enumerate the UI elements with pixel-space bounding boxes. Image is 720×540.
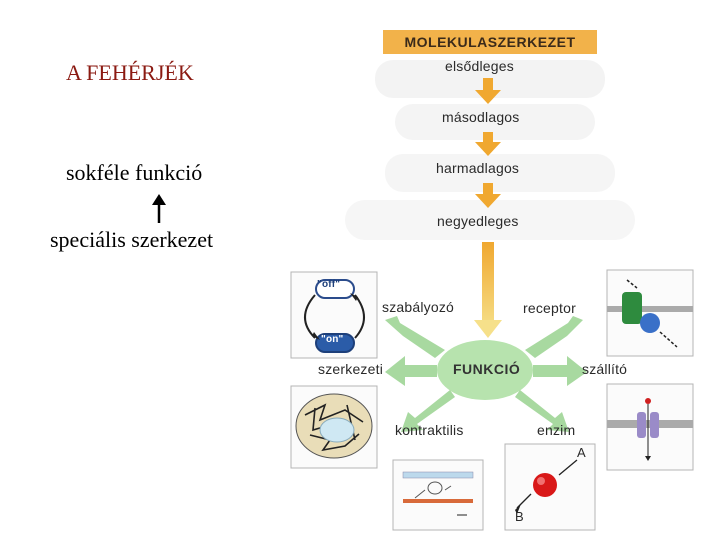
structure-text: speciális szerkezet: [50, 227, 214, 252]
switch-off-label: "off": [317, 279, 341, 290]
function-contractile-label: kontraktilis: [395, 422, 464, 438]
function-arrows: [385, 316, 587, 432]
structural-panel: [290, 385, 378, 469]
regulatory-panel: [290, 271, 378, 359]
diagram-background: [290, 60, 694, 531]
level-secondary: másodlagos: [442, 109, 520, 125]
level-to-function-arrow: [474, 242, 502, 338]
contractile-panel: [392, 459, 484, 531]
level-arrow-1: [475, 78, 501, 104]
function-structural-label: szerkezeti: [318, 361, 384, 377]
level-primary: elsődleges: [445, 58, 514, 74]
enzyme-substrate-a-label: A: [577, 445, 586, 460]
receptor-panel: [606, 269, 694, 357]
level-tertiary: harmadlagos: [436, 160, 520, 176]
level-quaternary: negyedleges: [437, 213, 519, 229]
function-text: sokféle funkció: [66, 160, 203, 185]
enzyme-product-b-label: B: [515, 509, 524, 524]
level-arrow-2: [475, 132, 501, 156]
enzyme-panel: [504, 443, 596, 531]
up-arrow-icon: [152, 194, 166, 223]
function-transport-label: szállító: [582, 361, 628, 377]
switch-on-label: "on": [321, 334, 344, 345]
level-arrow-3: [475, 183, 501, 208]
function-enzyme-label: enzim: [537, 422, 576, 438]
molecular-structure-header: MOLEKULASZERKEZET: [383, 30, 597, 54]
transport-panel: [606, 383, 694, 471]
function-center-label: FUNKCIÓ: [453, 361, 521, 377]
function-receptor-label: receptor: [523, 300, 576, 316]
protein-structure-function-diagram: MOLEKULASZERKEZET elsődleges másodlagos …: [285, 20, 715, 535]
slide-title: A FEHÉRJÉK: [66, 60, 194, 85]
function-regulatory-label: szabályozó: [382, 299, 455, 315]
